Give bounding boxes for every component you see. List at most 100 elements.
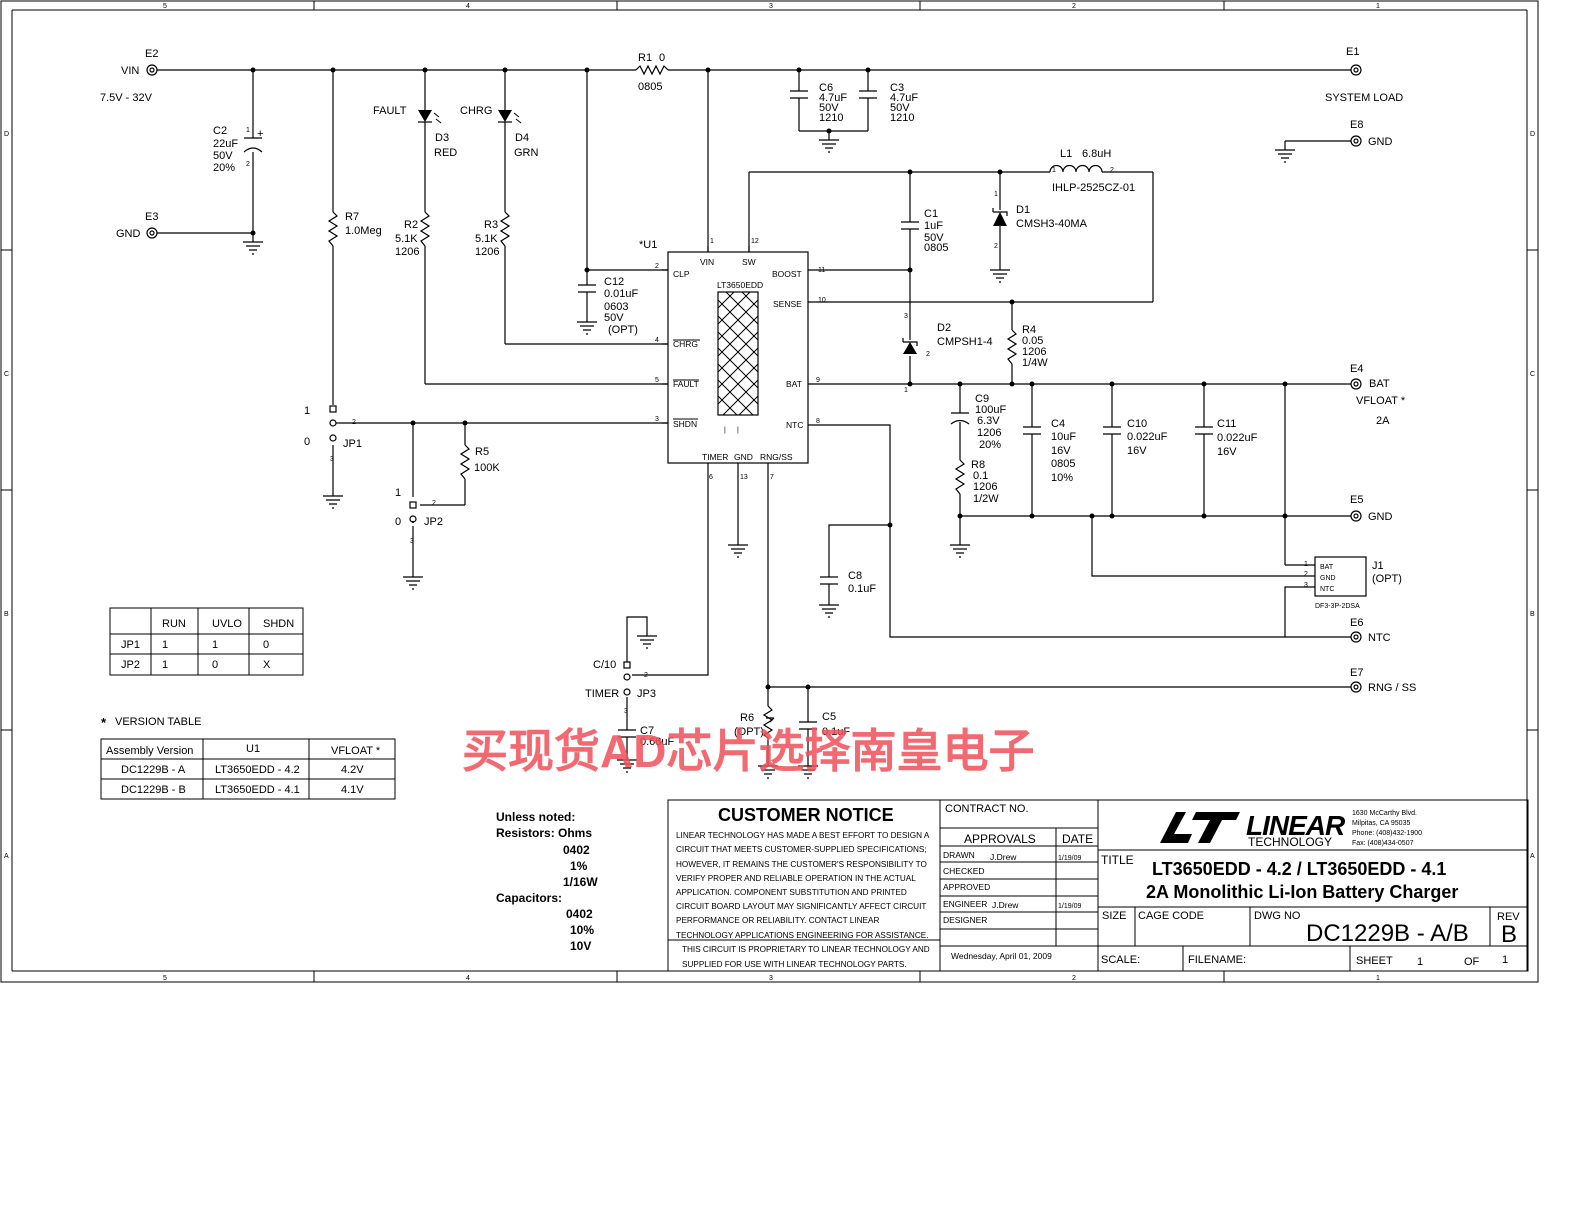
schematic-label: DATE bbox=[1062, 832, 1093, 846]
row-label: C bbox=[1530, 371, 1535, 378]
schematic-label: CHECKED bbox=[943, 866, 985, 876]
schematic-label: 0.022uF bbox=[1217, 432, 1258, 444]
jt-cell: JP2 bbox=[121, 659, 140, 671]
schematic-label: Resistors: Ohms bbox=[496, 826, 592, 840]
schematic-label: C2 bbox=[213, 125, 227, 137]
schematic-label: 0805 bbox=[1051, 458, 1075, 470]
schematic-label: D4 bbox=[515, 132, 529, 144]
schematic-label: CIRCUIT THAT MEETS CUSTOMER-SUPPLIED SPE… bbox=[676, 845, 927, 854]
row-label: B bbox=[4, 611, 9, 618]
row-label: A bbox=[4, 853, 9, 860]
u1-pin-num: 8 bbox=[816, 418, 820, 425]
schematic-label: DESIGNER bbox=[943, 915, 987, 925]
u1-pin: VIN bbox=[700, 257, 714, 267]
schematic-label: Fax: (408)434-0507 bbox=[1352, 840, 1414, 847]
schematic-label: 1210 bbox=[819, 112, 843, 124]
schematic-label: 0402 bbox=[563, 843, 590, 857]
schematic-label: 2 bbox=[432, 500, 436, 507]
ground-symbols bbox=[243, 139, 1351, 779]
schematic-label: JP3 bbox=[637, 688, 656, 700]
schematic-label: R5 bbox=[475, 446, 489, 458]
schematic-label: 1206 bbox=[973, 481, 997, 493]
u1-pin-num: 4 bbox=[655, 337, 659, 344]
schematic-label: Capacitors: bbox=[496, 891, 562, 905]
schematic-label: 1630 McCarthy Blvd. bbox=[1352, 810, 1417, 817]
schematic-label: 1206 bbox=[1022, 346, 1046, 358]
schematic-label: LT3650EDD - 4.2 bbox=[215, 764, 300, 776]
u1-pin: GND bbox=[734, 452, 753, 462]
schematic-label: 5.1K bbox=[475, 233, 498, 245]
schematic-label: 1 bbox=[395, 487, 401, 499]
e2-ref: E2 bbox=[145, 48, 158, 60]
diode-symbols: 12 321 bbox=[418, 110, 1008, 394]
schematic-label: 2 bbox=[926, 351, 930, 358]
wires bbox=[157, 69, 1351, 766]
schematic-label: THIS CIRCUIT IS PROPRIETARY TO LINEAR TE… bbox=[682, 945, 930, 954]
schematic-label: C3 bbox=[890, 82, 904, 94]
e7-net: RNG / SS bbox=[1368, 682, 1416, 694]
schematic-label: SUPPLIED FOR USE WITH LINEAR TECHNOLOGY … bbox=[682, 960, 907, 969]
schematic-label: GRN bbox=[514, 147, 539, 159]
j1-opt: (OPT) bbox=[1372, 573, 1402, 585]
schematic-label: 100K bbox=[474, 462, 500, 474]
e2-note: 7.5V - 32V bbox=[100, 92, 153, 104]
schematic-label: DC1229B - A bbox=[121, 764, 186, 776]
schematic-label: VERSION TABLE bbox=[115, 716, 201, 728]
schematic-label: 2 bbox=[994, 243, 998, 250]
schematic-label: 0.022uF bbox=[1127, 431, 1168, 443]
schematic-label: Wednesday, April 01, 2009 bbox=[951, 951, 1052, 961]
row-label: C bbox=[4, 371, 9, 378]
schematic-label: 1206 bbox=[977, 427, 1001, 439]
col-label: 1 bbox=[1376, 3, 1380, 10]
schematic-label: (OPT) bbox=[608, 324, 638, 336]
schematic-label: C9 bbox=[975, 393, 989, 405]
row-label: D bbox=[4, 131, 9, 138]
linear-logo: LINEAR TECHNOLOGY bbox=[1160, 810, 1347, 849]
ic-u1: | | bbox=[662, 246, 809, 464]
e1-net: SYSTEM LOAD bbox=[1325, 92, 1403, 104]
e5-net: GND bbox=[1368, 511, 1393, 523]
u1-pin: FAULT bbox=[673, 379, 699, 389]
schematic-label: J.Drew bbox=[992, 900, 1019, 910]
schematic-label: (OPT) bbox=[734, 726, 764, 738]
customer-notice: CUSTOMER NOTICE LINEAR TECHNOLOGY HAS MA… bbox=[667, 799, 941, 972]
schematic-label: CMPSH1-4 bbox=[937, 336, 993, 348]
u1-pin-num: 13 bbox=[740, 474, 748, 481]
schematic-label: DC1229B - A/B bbox=[1306, 920, 1469, 947]
schematic-label: APPROVED bbox=[943, 882, 990, 892]
e6-net: NTC bbox=[1368, 632, 1391, 644]
schematic-label: 1 bbox=[1417, 956, 1423, 968]
schematic-label: DC1229B - B bbox=[121, 784, 186, 796]
schematic-label: DWG NO bbox=[1254, 910, 1301, 922]
schematic-label: 10uF bbox=[1051, 431, 1076, 443]
part-labels: C2 22uF 50V 20% R7 1.0Meg FAULT D3 RED C… bbox=[213, 52, 1258, 748]
jt-cell: 0 bbox=[263, 639, 269, 651]
schematic-label: C11 bbox=[1217, 418, 1236, 430]
u1-ref: *U1 bbox=[639, 239, 657, 251]
schematic-label: C7 bbox=[640, 725, 654, 737]
col-label: 4 bbox=[466, 975, 470, 982]
schematic-label: 1uF bbox=[924, 220, 943, 232]
jumper-symbols bbox=[329, 405, 631, 696]
schematic-label: R3 bbox=[484, 219, 498, 231]
schematic-label: 1/4W bbox=[1022, 357, 1048, 369]
j1-pin: BAT bbox=[1320, 564, 1334, 571]
schematic-label: JP1 bbox=[343, 438, 362, 450]
schematic-label: 1/2W bbox=[973, 493, 999, 505]
schematic-label: R4 bbox=[1022, 324, 1036, 336]
schematic-label: 4.7uF bbox=[819, 92, 847, 104]
schematic-label: 3 bbox=[330, 456, 334, 463]
jt-cell: 0 bbox=[212, 659, 218, 671]
e4-note: 2A bbox=[1376, 415, 1390, 427]
schematic-label: ENGINEER bbox=[943, 899, 987, 909]
schematic-label: R2 bbox=[404, 219, 418, 231]
schematic-label: 3 bbox=[1304, 582, 1308, 589]
schematic-label: SCALE: bbox=[1101, 954, 1140, 966]
jt-header: SHDN bbox=[263, 618, 294, 630]
schematic-label: 1/19/09 bbox=[1058, 903, 1081, 910]
schematic-label: PERFORMANCE OR RELIABILITY. CONTACT LINE… bbox=[676, 916, 879, 925]
schematic-label: LINEAR TECHNOLOGY HAS MADE A BEST EFFORT… bbox=[676, 831, 930, 840]
schematic-label: C1 bbox=[924, 208, 938, 220]
schematic-label: 50V bbox=[924, 232, 944, 244]
e5-ref: E5 bbox=[1350, 494, 1363, 506]
